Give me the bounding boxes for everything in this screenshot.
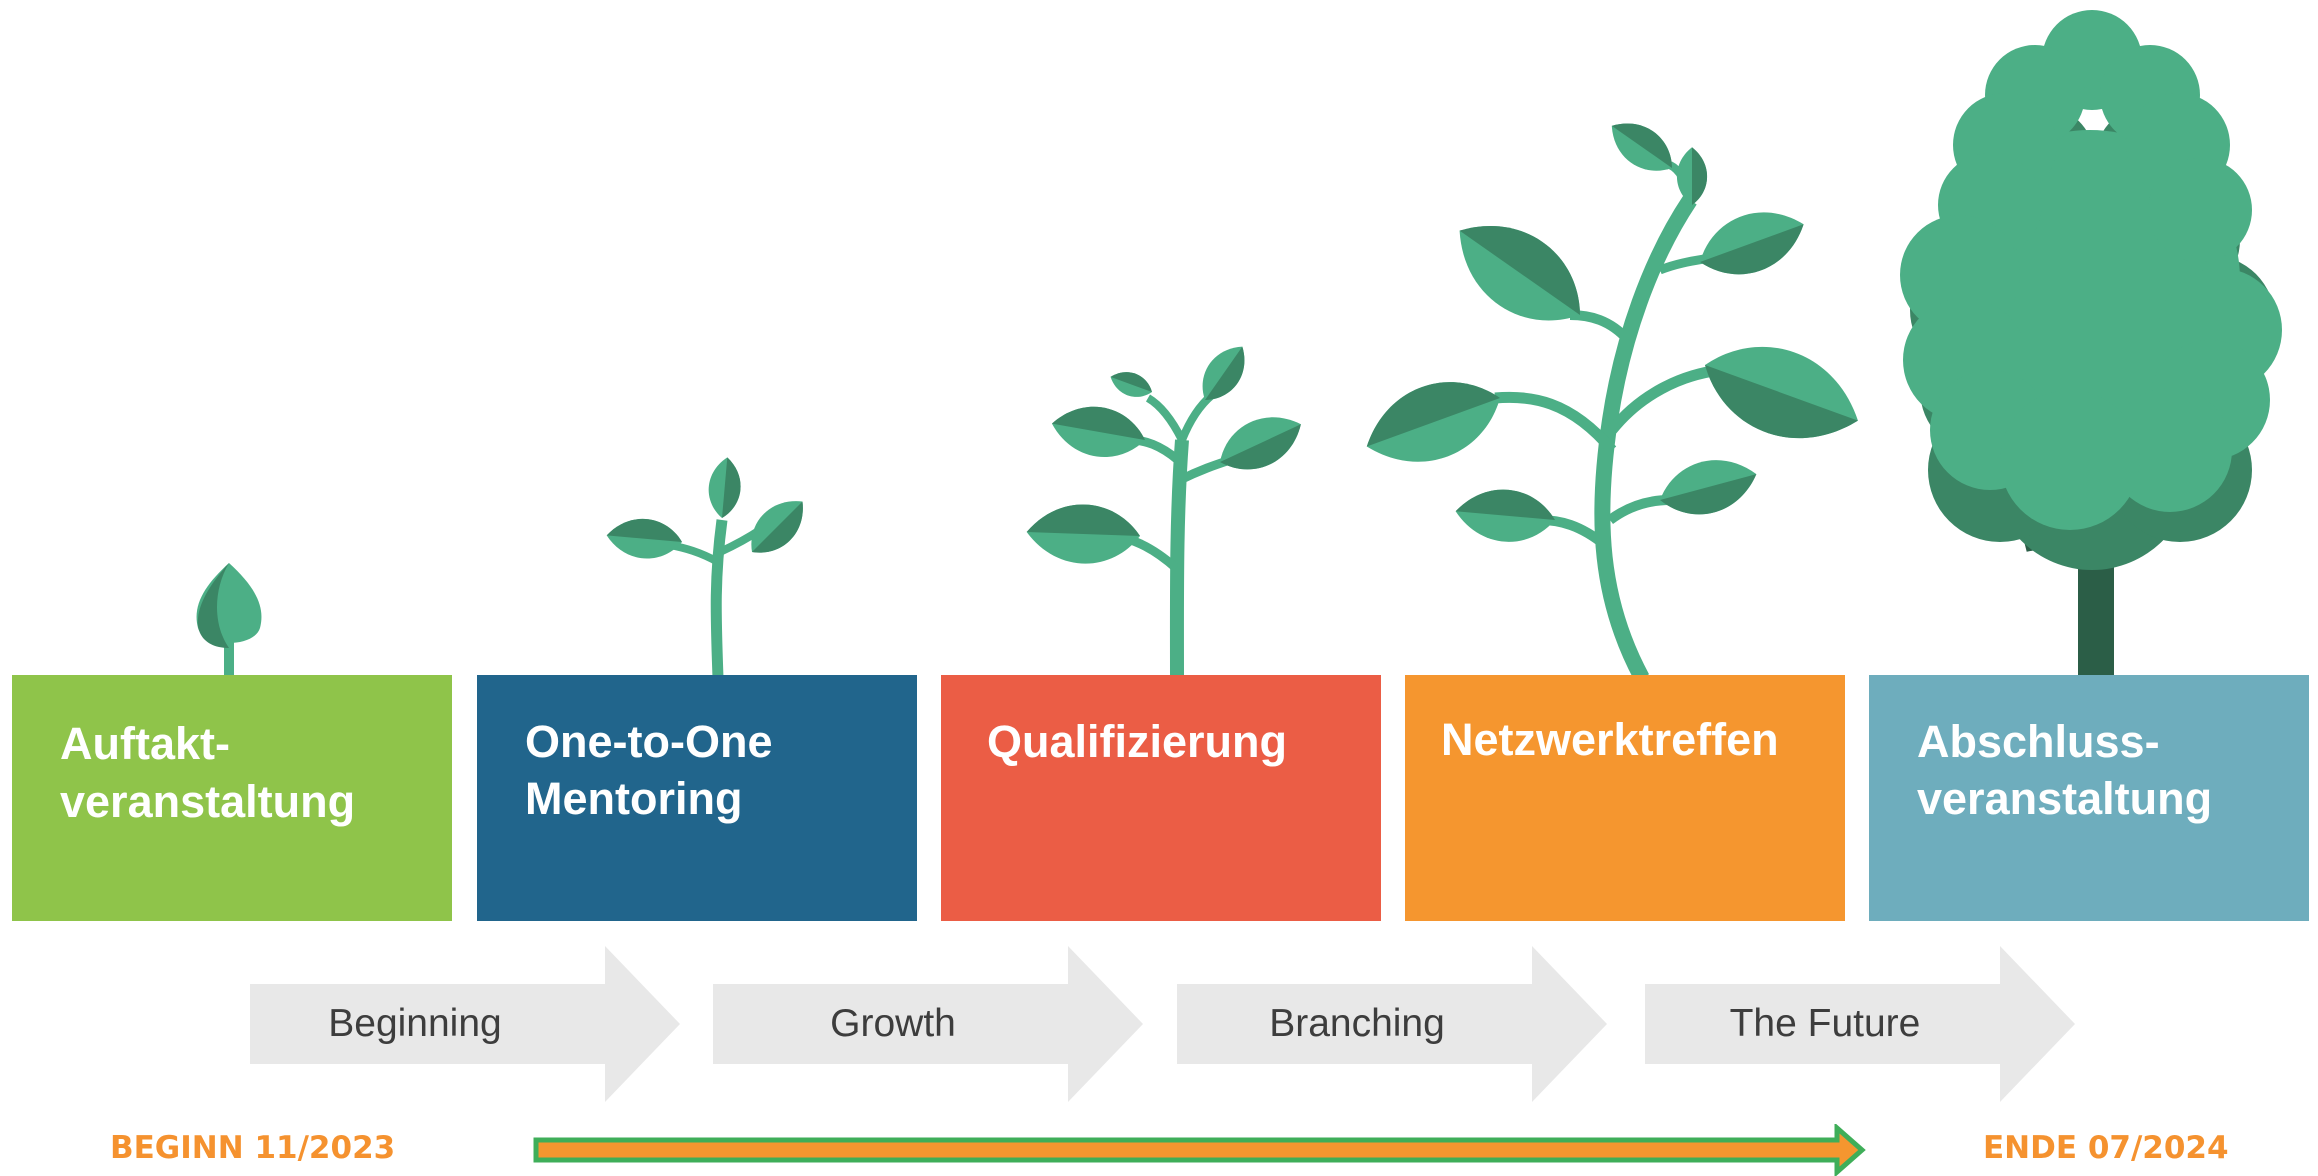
phase-label: Beginning [328,1002,502,1045]
stage-box-qualifizierung: Qualifizierung [941,675,1381,921]
stage-label-line1: One-to-One [525,716,773,767]
phase-label: Growth [830,1002,956,1045]
phase-arrow-branching: Branching [1177,946,1607,1102]
phase-label: Branching [1269,1002,1445,1045]
stage-label-line1: Netzwerktreffen [1441,714,1779,765]
stage-label-line1: Abschluss- [1917,716,2160,767]
stage-box-auftakt: Auftakt- veranstaltung [12,675,452,921]
timeline-arrow [533,1124,1866,1176]
stage-box-netzwerktreffen: Netzwerktreffen [1405,675,1845,921]
timeline-end-date: ENDE 07/2024 [1983,1130,2229,1166]
branching-plant-icon [1354,110,1873,680]
phase-arrow-growth: Growth [713,946,1143,1102]
stage-box-mentoring: One-to-One Mentoring [477,675,917,921]
sprout-icon [604,455,816,679]
seed-icon [196,563,262,678]
stage-label-line1: Qualifizierung [987,716,1288,767]
phase-label: The Future [1729,1002,1921,1045]
tree-icon [1900,10,2282,680]
phase-arrow-the-future: The Future [1645,946,2075,1102]
stage-label-line2: veranstaltung [60,776,356,827]
stage-box-abschluss: Abschluss- veranstaltung [1869,675,2309,921]
timeline-start-date: BEGINN 11/2023 [110,1130,396,1166]
plants-illustration [196,10,2282,680]
phase-arrow-beginning: Beginning [250,946,680,1102]
stage-label-line2: veranstaltung [1917,773,2213,824]
stage-label-line2: Mentoring [525,773,743,824]
young-plant-icon [1025,336,1311,679]
stage-label-line1: Auftakt- [60,718,230,769]
